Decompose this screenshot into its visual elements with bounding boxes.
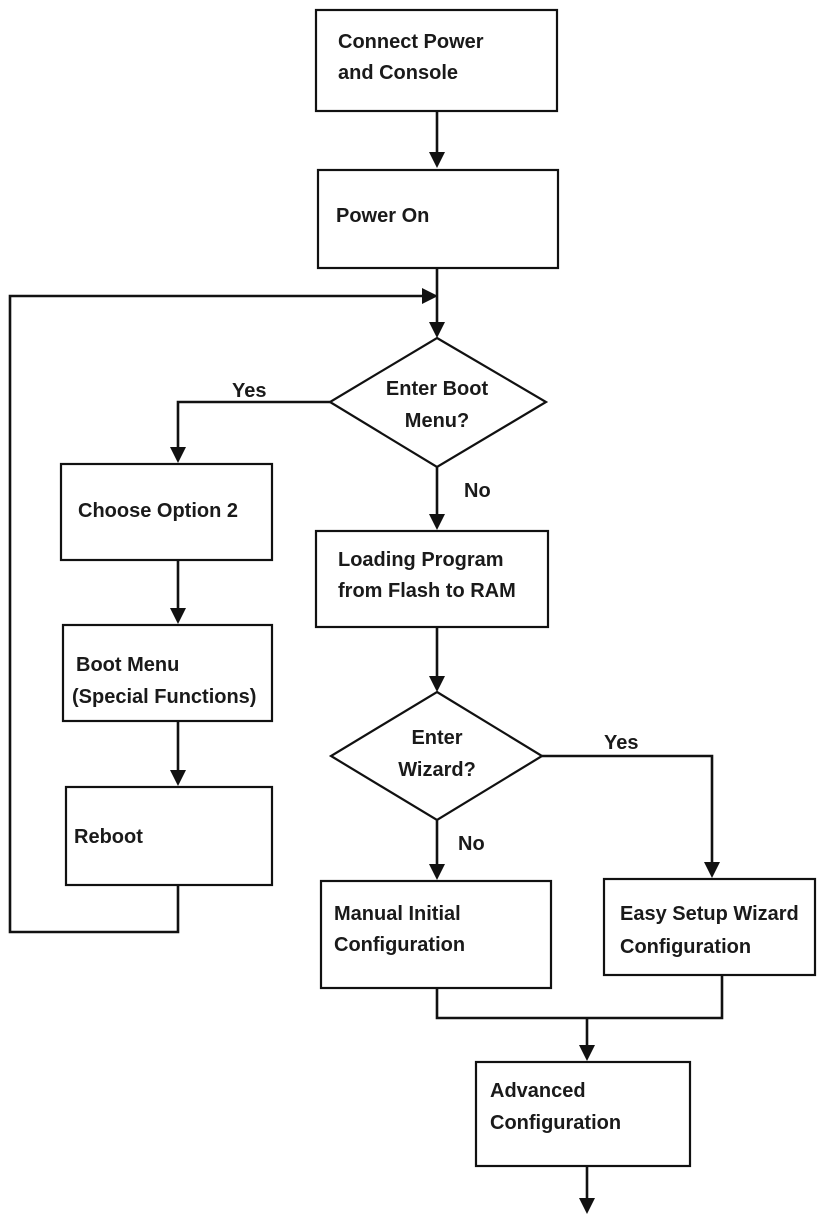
- node-connect-power: Connect Power and Console: [314, 8, 559, 113]
- arrowhead-advanced: [579, 1045, 595, 1061]
- node-power-on: Power On: [316, 168, 560, 270]
- node-choose-option-2: Choose Option 2: [59, 462, 274, 562]
- easy-setup-line2: Configuration: [620, 936, 751, 958]
- arrowhead-loading: [429, 514, 445, 530]
- arrowhead-manual: [429, 864, 445, 880]
- reboot-label: Reboot: [74, 826, 143, 848]
- manual-config-line2: Configuration: [334, 934, 465, 956]
- easy-setup-line1: Easy Setup Wizard: [620, 903, 799, 925]
- node-boot-menu: Boot Menu (Special Functions): [61, 623, 274, 723]
- connector-wizard-yes: [542, 754, 714, 862]
- advanced-config-line1: Advanced: [490, 1080, 586, 1102]
- choose-option-2-label: Choose Option 2: [78, 500, 238, 522]
- arrowhead-boot-menu: [170, 608, 186, 624]
- enter-boot-menu-line2: Menu?: [405, 410, 469, 432]
- manual-config-line1: Manual Initial: [334, 903, 461, 925]
- node-loading-program: Loading Program from Flash to RAM: [314, 529, 550, 629]
- edge-label-boot-yes: Yes: [232, 380, 266, 402]
- arrowhead-choose-option: [170, 447, 186, 463]
- decision-enter-wizard: Enter Wizard?: [328, 690, 545, 822]
- enter-wizard-line1: Enter: [411, 727, 462, 749]
- edge-label-wizard-no: No: [458, 833, 485, 855]
- loading-program-line2: from Flash to RAM: [338, 580, 516, 602]
- connector-boot-yes: [176, 400, 330, 447]
- advanced-config-line2: Configuration: [490, 1112, 621, 1134]
- connect-power-line1: Connect Power: [338, 31, 484, 53]
- arrowhead-loop-merge: [422, 288, 438, 304]
- arrowhead-enter-wizard: [429, 676, 445, 692]
- loading-program-line1: Loading Program: [338, 549, 504, 571]
- arrowhead-power-on: [429, 152, 445, 168]
- connect-power-line2: and Console: [338, 62, 458, 84]
- arrowhead-enter-boot-menu: [429, 322, 445, 338]
- connector-manual-merge: [435, 975, 724, 1020]
- edge-label-wizard-yes: Yes: [604, 732, 638, 754]
- arrowhead-easy-setup: [704, 862, 720, 878]
- boot-menu-line2: (Special Functions): [72, 686, 256, 708]
- decision-enter-boot-menu: Enter Boot Menu?: [327, 336, 549, 469]
- edge-label-boot-no: No: [464, 480, 491, 502]
- node-advanced-config: Advanced Configuration: [474, 1060, 692, 1168]
- enter-boot-menu-line1: Enter Boot: [386, 378, 489, 400]
- arrowhead-exit: [579, 1198, 595, 1214]
- power-on-label: Power On: [336, 205, 429, 227]
- node-easy-setup: Easy Setup Wizard Configuration: [602, 877, 817, 977]
- boot-menu-line1: Boot Menu: [76, 654, 179, 676]
- node-reboot: Reboot: [64, 785, 274, 887]
- enter-wizard-line2: Wizard?: [398, 759, 476, 781]
- node-manual-config: Manual Initial Configuration: [319, 879, 553, 990]
- connector-reboot-loop: [8, 294, 424, 934]
- arrowhead-reboot: [170, 770, 186, 786]
